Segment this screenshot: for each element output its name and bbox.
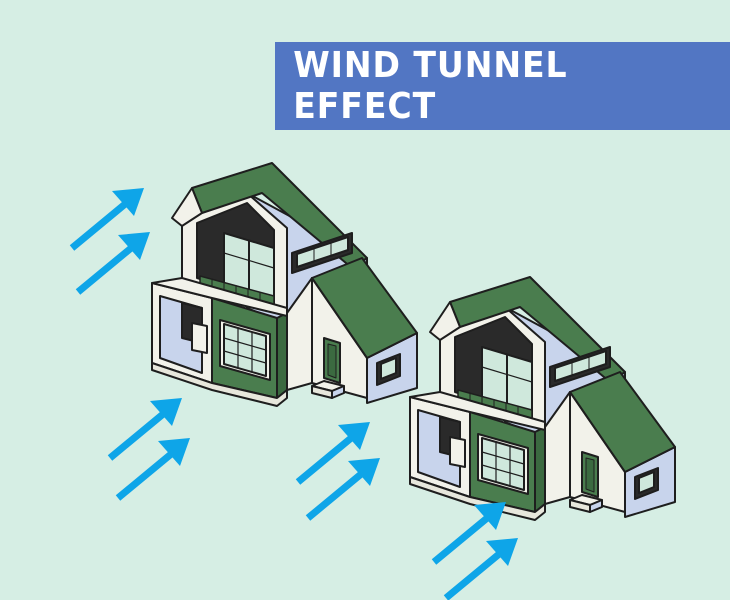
title-banner: WIND TUNNEL EFFECT xyxy=(275,42,730,130)
house-left xyxy=(151,162,418,407)
wind-arrow-icon xyxy=(78,232,150,292)
wind-arrow-icon xyxy=(118,438,190,498)
house-right xyxy=(409,276,676,521)
diagram-title: WIND TUNNEL EFFECT xyxy=(293,45,568,127)
